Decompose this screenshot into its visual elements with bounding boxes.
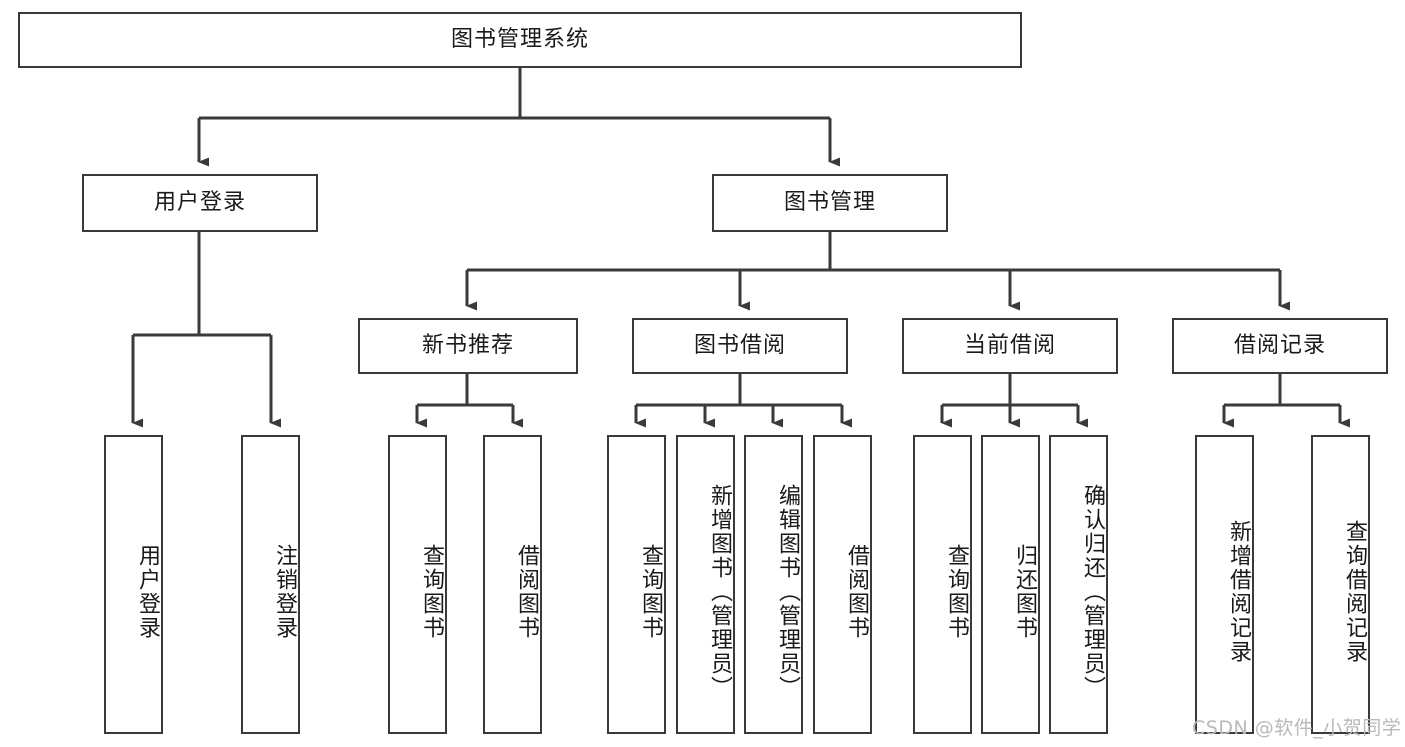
node-label: 确认归还（管理员） — [1080, 483, 1105, 700]
leaf-user-login-logout[interactable]: 注销登录 — [241, 435, 300, 734]
node-label: 查询图书 — [419, 543, 444, 640]
leaf-book-borrow-query-book[interactable]: 查询图书 — [607, 435, 666, 734]
leaf-borrow-record-query-record[interactable]: 查询借阅记录 — [1311, 435, 1370, 734]
node-label: 查询图书 — [944, 543, 969, 640]
leaf-current-borrow-query-book[interactable]: 查询图书 — [913, 435, 972, 734]
leaf-new-book-query-book[interactable]: 查询图书 — [388, 435, 447, 734]
node-label: 用户登录 — [153, 189, 246, 215]
leaf-borrow-record-add-record[interactable]: 新增借阅记录 — [1195, 435, 1254, 734]
node-label: 查询图书 — [638, 543, 663, 640]
node-label: 当前借阅 — [963, 332, 1056, 358]
node-label: 借阅记录 — [1233, 332, 1326, 358]
node-label: 新书推荐 — [421, 332, 514, 358]
node-label: 查询借阅记录 — [1342, 519, 1367, 664]
node-label: 新增图书（管理员） — [707, 483, 732, 700]
node-label: 编辑图书（管理员） — [775, 483, 800, 700]
node-new-book-recommend[interactable]: 新书推荐 — [358, 318, 578, 374]
node-label: 归还图书 — [1012, 543, 1037, 640]
leaf-new-book-borrow-book[interactable]: 借阅图书 — [483, 435, 542, 734]
node-label: 图书借阅 — [693, 332, 786, 358]
node-book-borrow[interactable]: 图书借阅 — [632, 318, 848, 374]
node-label: 新增借阅记录 — [1226, 519, 1251, 664]
node-label: 借阅图书 — [844, 543, 869, 640]
leaf-current-borrow-return-book[interactable]: 归还图书 — [981, 435, 1040, 734]
node-book-management[interactable]: 图书管理 — [712, 174, 948, 232]
node-label: 图书管理 — [783, 189, 876, 215]
node-current-borrow[interactable]: 当前借阅 — [902, 318, 1118, 374]
node-root-system[interactable]: 图书管理系统 — [18, 12, 1022, 68]
node-label: 注销登录 — [272, 543, 297, 640]
node-label: 借阅图书 — [514, 543, 539, 640]
leaf-book-borrow-edit-book-admin[interactable]: 编辑图书（管理员） — [744, 435, 803, 734]
node-label: 图书管理系统 — [450, 26, 589, 52]
leaf-book-borrow-borrow-book[interactable]: 借阅图书 — [813, 435, 872, 734]
node-label: 用户登录 — [135, 543, 160, 640]
leaf-user-login-login[interactable]: 用户登录 — [104, 435, 163, 734]
leaf-book-borrow-add-book-admin[interactable]: 新增图书（管理员） — [676, 435, 735, 734]
node-user-login[interactable]: 用户登录 — [82, 174, 318, 232]
leaf-current-borrow-confirm-return-admin[interactable]: 确认归还（管理员） — [1049, 435, 1108, 734]
watermark-text: CSDN @软件_小贺同学 — [1192, 717, 1402, 739]
node-borrow-record[interactable]: 借阅记录 — [1172, 318, 1388, 374]
